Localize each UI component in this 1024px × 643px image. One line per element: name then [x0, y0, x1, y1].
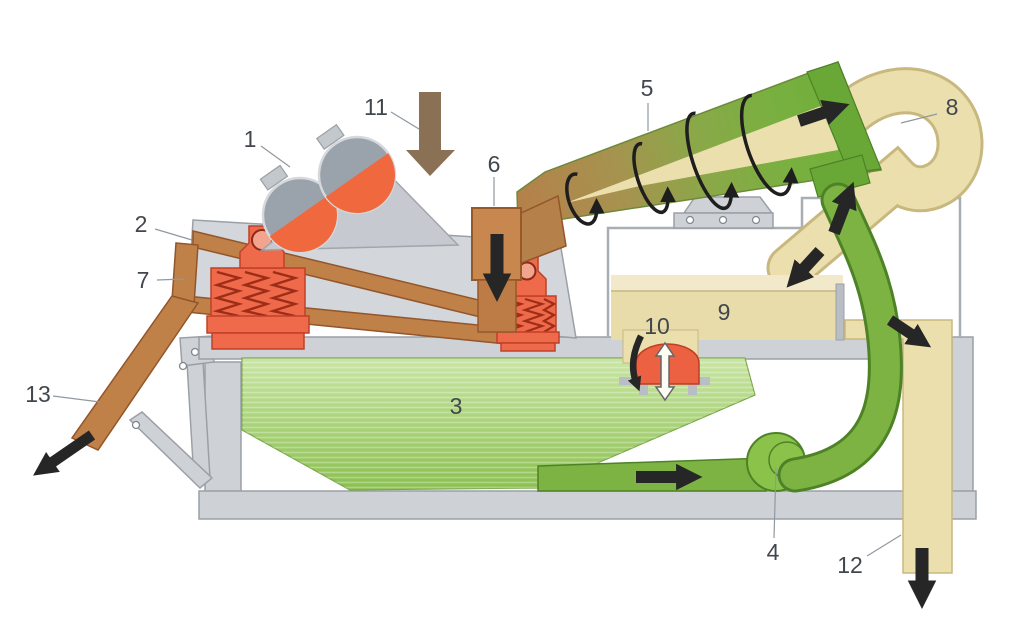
callout-label: 13: [25, 381, 51, 407]
overflow-right-arrow-icon: [797, 99, 850, 127]
callout-label: 1: [244, 126, 257, 152]
callout-8: 8: [900, 94, 959, 124]
callout-label: 6: [488, 151, 501, 177]
valve-adjust-double-arrow-icon: [654, 341, 676, 402]
overflow-downleft-arrow-icon: [786, 246, 825, 288]
callout-6: 6: [488, 151, 501, 206]
spring-base-plate: [500, 342, 556, 352]
deck-left-wall: [171, 242, 199, 306]
overflow-pipe-body: [769, 70, 981, 289]
callout-label: 12: [837, 552, 863, 578]
vibration-motors: [259, 123, 460, 254]
overflow-pipe: [766, 67, 984, 292]
spring-coils: [212, 270, 300, 318]
callout-1: 1: [244, 126, 291, 168]
callout-11: 11: [364, 94, 420, 130]
motor-cap: [315, 123, 345, 150]
swirl-arrow-icon: [565, 172, 605, 226]
solids-discharge-chute: [70, 295, 200, 451]
mount-bolt: [685, 215, 695, 225]
hydrocyclone: [516, 61, 883, 227]
swirl-arrow-icon: [632, 141, 676, 215]
frame-right-column: [951, 336, 974, 494]
hinge-bolt: [178, 361, 188, 371]
valve-bypass-arrow-icon: [627, 334, 644, 392]
callout-4: 4: [767, 467, 780, 565]
callout-13: 13: [25, 381, 101, 407]
callout-2: 2: [135, 211, 193, 241]
vibration-motor: [315, 123, 397, 215]
callout-3: 3: [450, 393, 463, 419]
cyclone-inner-stripe: [566, 104, 838, 203]
spring-base-plate: [496, 331, 560, 344]
feed-arrow-shaft: [419, 92, 441, 152]
callout-label: 10: [644, 313, 670, 339]
callout-label: 4: [767, 539, 780, 565]
swirl-arrow-icon: [739, 93, 799, 197]
riser-up-arrow-icon: [828, 181, 857, 236]
callout-label: 3: [450, 393, 463, 419]
spring-base-plate: [206, 315, 310, 334]
feed-arrow-head: [406, 150, 455, 176]
spring-base-plate: [211, 332, 305, 350]
spring-coils: [500, 297, 557, 334]
discharge-downright-arrow-icon: [886, 315, 932, 348]
callout-label: 9: [718, 299, 731, 325]
callout-label: 7: [137, 267, 150, 293]
vibration-motor: [259, 164, 339, 254]
callout-label: 2: [135, 211, 148, 237]
swirl-arrows: [565, 93, 799, 226]
hinge-bolt: [190, 347, 200, 357]
mount-bolt: [751, 215, 761, 225]
callout-9: 9: [718, 299, 731, 325]
solids-out-arrow-icon: [33, 430, 96, 476]
clean-tank-enclosure-outline: [606, 196, 962, 338]
slurry-tank: [241, 357, 756, 491]
motor-counterweight: [269, 193, 337, 252]
riser-pipe-body: [780, 185, 900, 490]
callout-7: 7: [137, 267, 185, 293]
callout-label: 5: [641, 75, 654, 101]
clean-discharge-pipe: [844, 319, 953, 574]
callout-label: 11: [364, 94, 388, 120]
flow-arrows: [33, 99, 937, 610]
valve-bracket-stub: [688, 384, 697, 395]
riser-pipe: [777, 182, 903, 493]
brace-bolt: [131, 420, 141, 430]
frame-base-beam: [198, 490, 977, 520]
valve-bracket-stub: [639, 384, 648, 395]
clean-tank-right-wall: [835, 283, 845, 341]
motor-counterweight: [325, 153, 395, 213]
clean-tank-fluid-surface-band: [611, 275, 843, 291]
feed-input-arrow: [406, 92, 455, 176]
cyclone-mount: [673, 196, 774, 229]
swirl-arrow-icon: [685, 111, 740, 211]
inlet-chute: [477, 279, 517, 333]
callouts: 1 2 3 4 5 6 7 8 9: [25, 75, 958, 578]
callout-12: 12: [837, 534, 902, 578]
callout-10: 10: [644, 313, 670, 339]
callout-5: 5: [641, 75, 654, 131]
mount-bolt: [718, 215, 728, 225]
callout-label: 8: [946, 94, 959, 120]
tank-fluid-stripes: [242, 358, 755, 490]
chute-support-diagonal-brace: [128, 411, 214, 490]
motor-cap: [259, 164, 289, 191]
